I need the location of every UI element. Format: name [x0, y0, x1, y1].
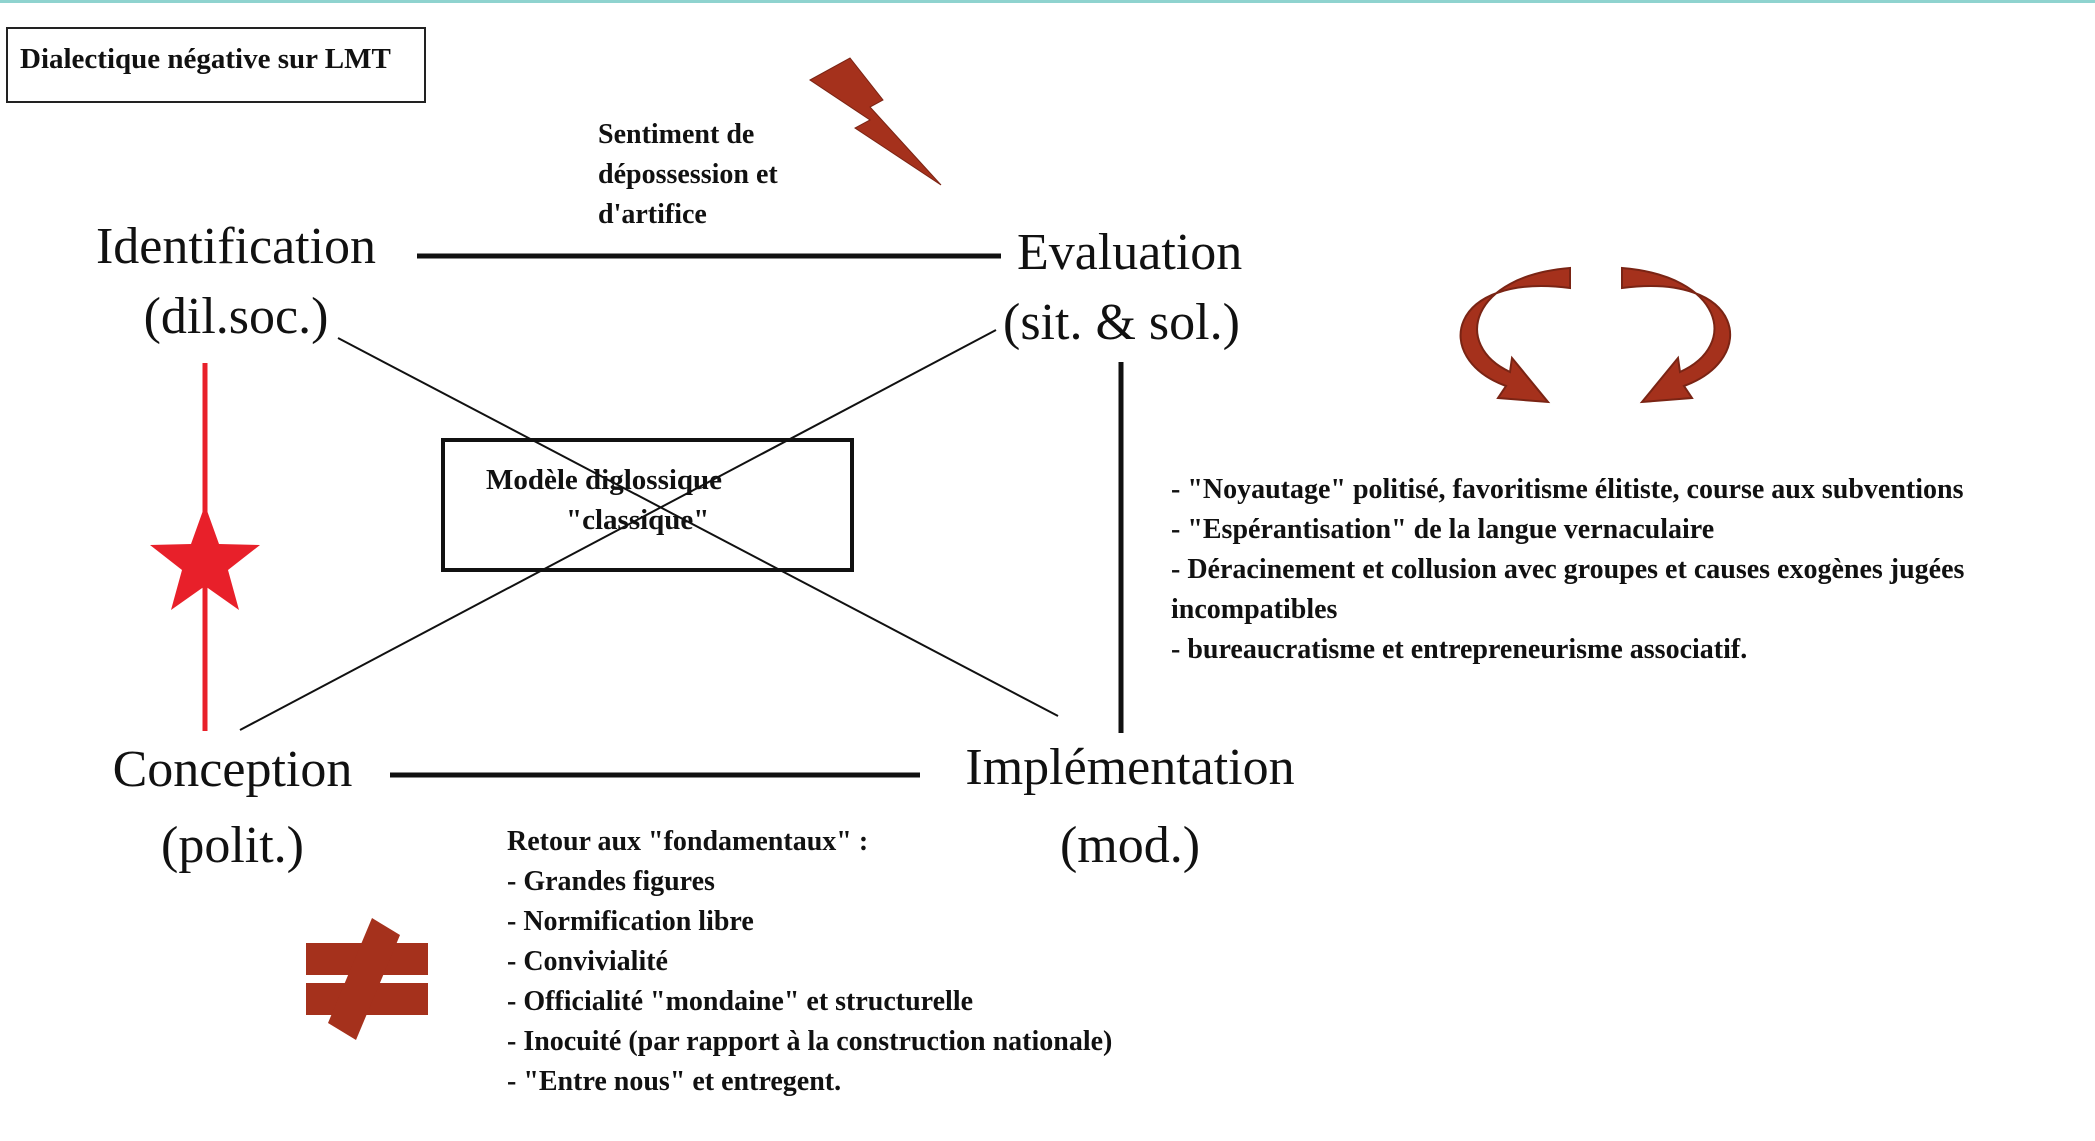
list-item: incompatibles	[1171, 594, 1338, 625]
top-note-line3: d'artifice	[598, 199, 707, 230]
lightning-icon	[809, 57, 942, 186]
list-item: - Convivialité	[507, 946, 668, 977]
list-item: - bureaucratisme et entrepreneurisme ass…	[1171, 634, 1748, 665]
list-item: - Officialité "mondaine" et structurelle	[507, 986, 974, 1017]
node-evaluation-sub: (sit. & sol.)	[1003, 294, 1240, 351]
bottom-list-heading: Retour aux "fondamentaux" :	[507, 826, 869, 857]
node-implementation-title: Implémentation	[965, 739, 1295, 796]
diagram-title: Dialectique négative sur LMT	[6, 27, 426, 103]
top-note-line1: Sentiment de	[598, 119, 755, 150]
top-accent-line	[0, 0, 2095, 3]
list-item: - Grandes figures	[507, 866, 715, 897]
model-box-line2: "classique"	[566, 504, 710, 536]
node-identification: Identification (dil.soc.)	[86, 212, 386, 352]
list-item: - Déracinement et collusion avec groupes…	[1171, 554, 1965, 585]
node-conception-title: Conception	[112, 741, 353, 798]
right-list: - "Noyautage" politisé, favoritisme élit…	[1171, 470, 1964, 670]
node-evaluation: Evaluation (sit. & sol.)	[1003, 218, 1269, 358]
model-box-label: Modèle diglossique "classique"	[486, 460, 756, 540]
diagonal-evaluation-conception	[239, 329, 997, 731]
top-note: Sentiment de dépossession et d'artifice	[598, 115, 778, 235]
node-evaluation-title: Evaluation	[1017, 224, 1243, 281]
diagonal-identification-implementation	[337, 337, 1059, 717]
bottom-list: Retour aux "fondamentaux" : - Grandes fi…	[507, 822, 1112, 1102]
node-identification-title: Identification	[95, 218, 377, 275]
list-item: - "Noyautage" politisé, favoritisme élit…	[1171, 474, 1964, 505]
top-note-line2: dépossession et	[598, 159, 778, 190]
star-icon	[150, 505, 260, 610]
list-item: - "Entre nous" et entregent.	[507, 1066, 842, 1097]
list-item: - Normification libre	[507, 906, 754, 937]
model-box-line1: Modèle diglossique	[486, 464, 723, 496]
node-implementation-sub: (mod.)	[1059, 817, 1201, 874]
node-identification-sub: (dil.soc.)	[143, 288, 329, 345]
model-box	[441, 438, 854, 572]
node-implementation: Implémentation (mod.)	[950, 733, 1310, 881]
list-item: - "Espérantisation" de la langue vernacu…	[1171, 514, 1715, 545]
cycle-arrows-icon	[1459, 266, 1732, 404]
node-conception: Conception (polit.)	[95, 735, 370, 881]
node-conception-sub: (polit.)	[161, 817, 304, 874]
list-item: - Inocuité (par rapport à la constructio…	[507, 1026, 1113, 1057]
not-equal-icon	[306, 918, 428, 1040]
